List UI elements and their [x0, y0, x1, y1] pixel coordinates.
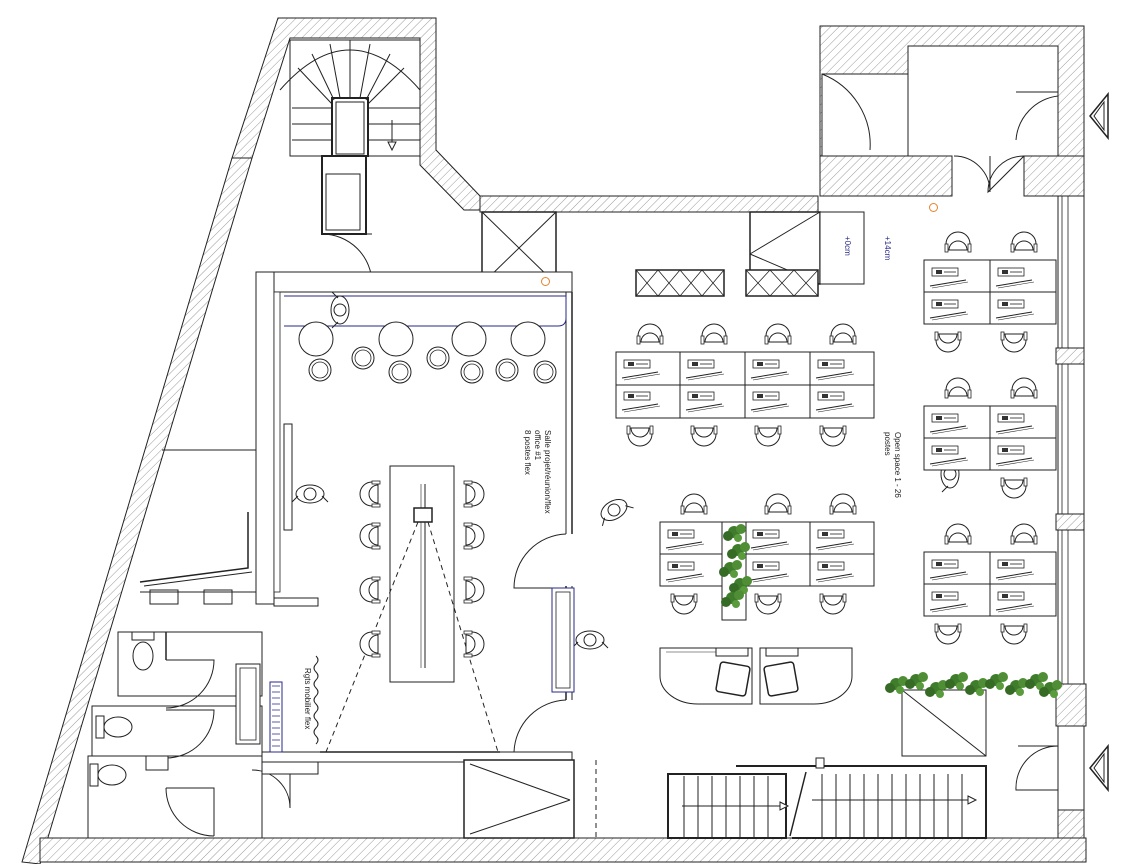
open-space-label: Open space 1 - 26 postes [882, 432, 902, 498]
bench [139, 449, 257, 593]
marker-dot [541, 277, 550, 286]
door-swing-icon [1015, 745, 1059, 791]
projector-icon [320, 507, 500, 753]
door-swing-icon [251, 761, 319, 832]
open-space-name: Open space 1 - 26 [893, 432, 902, 498]
marker-dot [929, 203, 938, 212]
plant-icon [719, 521, 752, 621]
restrooms [87, 631, 263, 839]
meeting-room-label: Salle projet/réunion/flex office #1 8 po… [522, 430, 552, 514]
interior-walls [149, 271, 573, 763]
storage-zigzag [269, 655, 319, 753]
phone-booths [659, 647, 853, 705]
entrance-arrow-icon [1089, 743, 1109, 793]
duct-shaft [463, 759, 597, 839]
meeting-room-name: Salle projet/réunion/flex [543, 430, 552, 514]
shaft [321, 155, 373, 285]
level-label-14: +14cm [883, 236, 892, 261]
meeting-room-id: office #1 [533, 430, 542, 461]
conference-table [389, 465, 455, 683]
stools [308, 346, 557, 384]
storage-label: Rgts mobilier flex [303, 668, 312, 730]
staircase-icon [279, 39, 421, 157]
plant-icon [885, 672, 1062, 757]
high-tables [298, 321, 546, 357]
toilet-icon [89, 631, 169, 787]
desk-cluster [615, 259, 1057, 617]
entrance-hall [821, 45, 1059, 194]
meeting-room-capacity: 8 postes flex [523, 430, 532, 475]
level-label-0: +0cm [843, 236, 852, 256]
staircase-icon [667, 757, 987, 839]
open-space-capacity: postes [883, 432, 892, 456]
exterior-walls [21, 17, 1087, 864]
reception-desk [551, 587, 575, 693]
storage-rack [635, 269, 819, 297]
entrance-arrow-icon [1089, 91, 1109, 141]
